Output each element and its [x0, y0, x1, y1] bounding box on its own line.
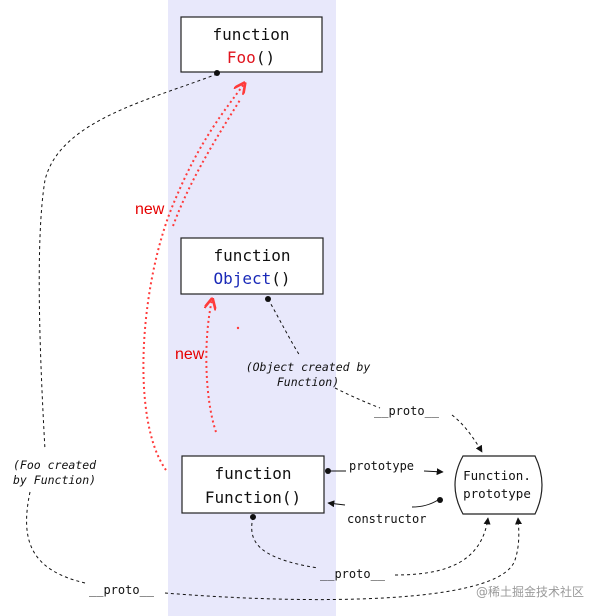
new-arrow-foo [142, 84, 244, 471]
prototype-edge-start-dot [325, 468, 331, 474]
new-label-object: new [175, 346, 205, 363]
watermark: @稀土掘金技术社区 [476, 584, 584, 599]
foo-proto-label: __proto__ [89, 583, 155, 597]
node-function-keyword: function [214, 464, 291, 483]
foo-created-note-line2: by Function) [13, 473, 96, 487]
constructor-edge-start-dot [437, 497, 443, 503]
node-foo: function Foo() [180, 16, 323, 73]
node-function: function Function() [181, 455, 325, 514]
node-function-name: Function() [205, 488, 301, 507]
constructor-label: constructor [347, 512, 426, 526]
node-function-prototype-line2: prototype [463, 486, 531, 501]
function-proto-edge-tail [394, 517, 491, 576]
stray-dot [236, 326, 240, 330]
svg-text:Foo(): Foo() [227, 48, 275, 67]
prototype-label: prototype [349, 459, 414, 473]
object-created-note-line1: (Object created by [246, 360, 371, 374]
object-proto-edge [267, 298, 301, 357]
node-foo-name: Foo [227, 48, 256, 67]
constructor-edge [411, 499, 439, 508]
foo-proto-edge [38, 73, 218, 451]
constructor-edge-tail [327, 500, 346, 508]
node-foo-suffix: () [256, 48, 275, 67]
node-function-prototype-line1: Function. [463, 468, 531, 483]
node-foo-keyword: function [212, 25, 289, 44]
new-label-foo: new [135, 201, 165, 218]
foo-proto-edge-tail [164, 517, 523, 601]
node-object-name: Object [213, 269, 271, 288]
new-arrow-foo-inner [172, 99, 241, 227]
object-created-note-line2: Function) [277, 375, 339, 389]
object-proto-edge-tail [451, 414, 483, 453]
object-proto-label: __proto__ [374, 404, 440, 418]
function-proto-label: __proto__ [320, 567, 386, 581]
svg-text:Object(): Object() [213, 269, 290, 288]
node-object: function Object() [180, 237, 324, 295]
prototype-edge-tail [423, 468, 444, 476]
foo-proto-edge-lower [26, 491, 86, 584]
function-proto-edge [251, 516, 319, 569]
foo-created-note-line1: (Foo created [13, 458, 97, 472]
node-object-keyword: function [213, 246, 290, 265]
node-function-prototype: Function. prototype [454, 455, 543, 515]
node-object-suffix: () [271, 269, 290, 288]
